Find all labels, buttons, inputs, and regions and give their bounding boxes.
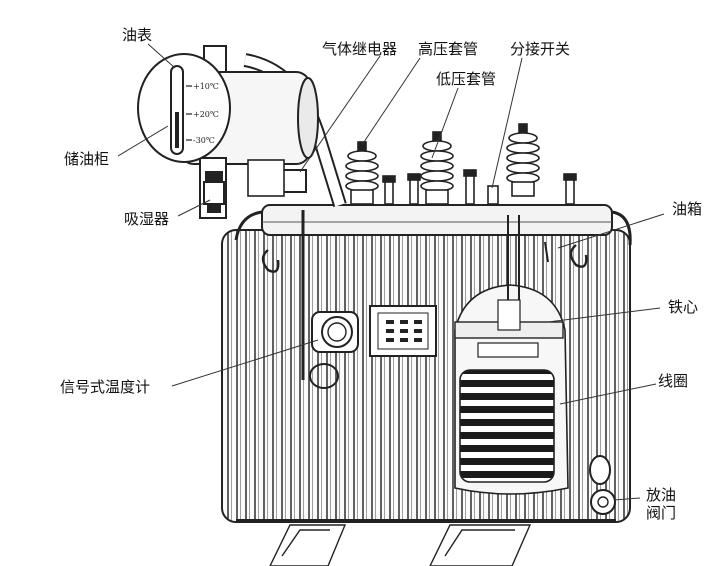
label-signal-thermometer: 信号式温度计: [60, 378, 151, 396]
base-skids: [269, 524, 532, 566]
label-drain-valve: 放油阀门: [646, 486, 677, 522]
gauge-mark-high: +10℃: [193, 82, 219, 91]
breather: [203, 171, 225, 213]
nameplate: [369, 305, 437, 357]
label-conservator: 储油柜: [64, 150, 110, 168]
lv-bushings: [382, 169, 577, 205]
label-winding: 线圈: [658, 372, 689, 390]
gauge-mark-mid: +20℃: [193, 110, 219, 119]
label-oil-gauge: 油表: [122, 26, 153, 44]
drain-valve: [589, 455, 616, 515]
label-tap-changer: 分接开关: [510, 40, 571, 58]
oil-gauge-magnifier: +10℃ +20℃ -30℃: [137, 53, 231, 163]
lifting-hooks: [261, 244, 588, 273]
label-core: 铁心: [668, 298, 699, 316]
label-breather: 吸湿器: [124, 210, 170, 228]
label-hv-bushing: 高压套管: [418, 40, 479, 58]
signal-thermometer: [301, 210, 359, 389]
leader-lines: [117, 43, 665, 501]
hv-bushings: [345, 123, 540, 205]
tank: [221, 204, 632, 523]
label-tank: 油箱: [672, 200, 703, 218]
label-lv-bushing: 低压套管: [436, 70, 497, 88]
label-gas-relay: 气体继电器: [322, 40, 398, 58]
cutaway-core-winding: [454, 215, 569, 495]
gauge-mark-low: -30℃: [193, 136, 215, 145]
